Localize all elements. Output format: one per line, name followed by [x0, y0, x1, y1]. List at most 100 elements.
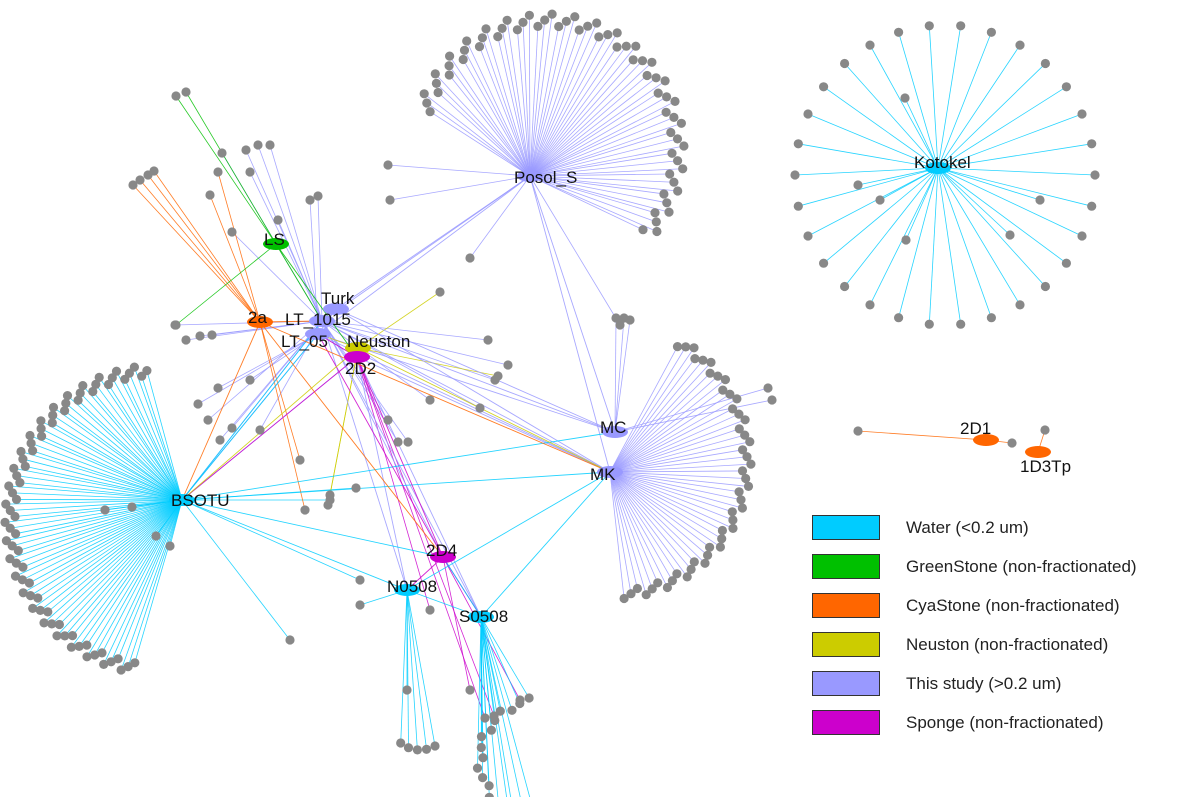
network-edge [8, 485, 183, 501]
network-edge [937, 167, 962, 325]
leaf-node [213, 383, 223, 393]
leaf-node [245, 375, 255, 385]
network-edge [501, 28, 531, 177]
leaf-node [738, 445, 748, 455]
leaf-node [17, 575, 27, 585]
leaf-node [422, 98, 432, 108]
leaf-node [481, 24, 491, 34]
network-edge [400, 589, 408, 743]
network-edge [321, 320, 616, 433]
network-edge [937, 167, 1083, 237]
network-edge [522, 22, 531, 177]
network-edge [133, 366, 183, 501]
network-edge [12, 499, 183, 547]
network-edge [609, 471, 625, 599]
network-edge [937, 167, 1096, 176]
network-edge [442, 556, 471, 691]
network-edge [22, 499, 183, 581]
network-edge [609, 471, 653, 590]
network-edge [529, 117, 675, 177]
leaf-node [734, 424, 744, 434]
network-edge [609, 471, 706, 564]
leaf-node [78, 381, 88, 391]
network-edge [529, 59, 634, 177]
leaf-node [465, 685, 475, 695]
leaf-node [171, 320, 181, 330]
network-edge [857, 167, 939, 186]
network-edge [124, 379, 183, 501]
leaf-node [625, 315, 635, 325]
leaf-node [705, 542, 715, 552]
network-edge [614, 319, 631, 433]
leaf-node [493, 371, 503, 381]
network-edge [937, 167, 1011, 236]
leaf-node [1061, 82, 1071, 92]
leaf-node [444, 61, 454, 71]
network-edge [609, 428, 740, 473]
hub-label-posol: Posol_S [514, 168, 577, 187]
network-edge [275, 243, 323, 322]
leaf-node [227, 423, 237, 433]
leaf-node [135, 175, 145, 185]
network-edge [181, 347, 359, 501]
leaf-node [26, 438, 36, 448]
leaf-node [718, 385, 728, 395]
network-edge [259, 321, 306, 511]
leaf-node [35, 605, 45, 616]
network-edge [53, 407, 183, 501]
network-edge [356, 356, 408, 591]
legend-item-sponge: Sponge (non-fractionated) [812, 709, 1192, 736]
network-edge [30, 442, 183, 501]
leaf-node [667, 576, 678, 586]
leaf-node [742, 452, 752, 462]
leaf-node [621, 41, 631, 51]
network-edge [798, 143, 939, 169]
leaf-node [502, 15, 512, 25]
leaf-node [52, 631, 62, 641]
leaf-node [477, 33, 487, 43]
leaf-node [853, 426, 863, 436]
network-edge [609, 408, 733, 473]
leaf-node [383, 160, 393, 170]
network-edge [321, 320, 481, 409]
leaf-node [819, 258, 829, 268]
legend-label-water: Water (<0.2 um) [906, 517, 1029, 537]
leaf-node [647, 57, 657, 67]
leaf-node [713, 371, 723, 381]
network-edge [937, 63, 1046, 169]
network-edge [181, 321, 261, 501]
leaf-node [956, 21, 966, 31]
network-edge [937, 25, 962, 169]
network-edge [269, 144, 323, 322]
leaf-node [689, 557, 699, 567]
network-edge [529, 175, 644, 231]
leaf-node [1040, 281, 1050, 292]
leaf-node [18, 588, 28, 598]
network-edge [529, 46, 618, 177]
leaf-node [142, 366, 152, 376]
network-edge [43, 499, 183, 624]
network-edge [609, 375, 719, 473]
leaf-node [36, 416, 46, 426]
leaf-node [116, 665, 126, 675]
leaf-node [11, 558, 21, 568]
leaf-node [493, 31, 503, 42]
leaf-node [594, 32, 604, 42]
leaf-node [66, 642, 76, 652]
leaf-node [717, 525, 728, 536]
network-edge [480, 616, 513, 711]
leaf-node [82, 640, 92, 650]
legend-swatch-this-study [812, 671, 880, 696]
network-edge [12, 492, 183, 501]
leaf-node [686, 564, 696, 575]
leaf-node [924, 319, 934, 329]
network-edge [327, 347, 359, 506]
network-edge [448, 65, 531, 177]
hub-node-d3tp [1025, 446, 1051, 458]
leaf-node [1007, 438, 1017, 448]
network-edge [609, 471, 708, 556]
legend-swatch-neuston [812, 632, 880, 657]
leaf-node [554, 21, 564, 32]
leaf-node [36, 424, 46, 434]
